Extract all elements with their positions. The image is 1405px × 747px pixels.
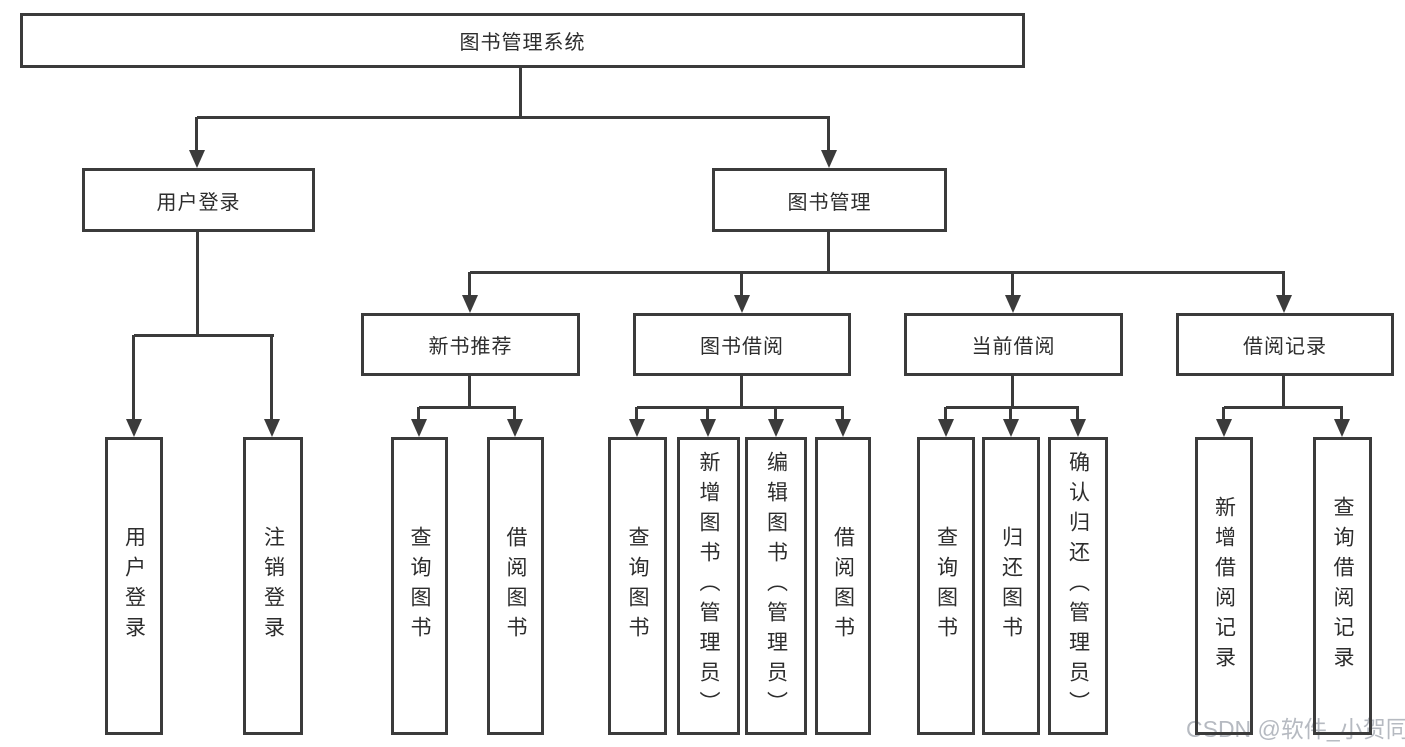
connector-hline: [946, 406, 1079, 409]
connector-hline: [470, 271, 1285, 274]
connector-vline: [740, 376, 743, 407]
leaf-confirm-return-admin: 确认归还（管理员）: [1048, 437, 1108, 735]
connector-hline: [1224, 406, 1343, 409]
node-book-borrowing-label: 图书借阅: [700, 336, 784, 358]
leaf-query-books-2: 查询图书: [608, 437, 667, 735]
node-current-borrowing-label: 当前借阅: [971, 336, 1056, 358]
leaf-edit-books-admin: 编辑图书（管理员）: [745, 437, 807, 735]
arrow-down-icon: [462, 272, 478, 313]
leaf-add-borrow-record: 新增借阅记录: [1195, 437, 1253, 735]
leaf-query-books-3: 查询图书: [917, 437, 975, 735]
connector-vline: [519, 68, 522, 117]
connector-hline: [419, 406, 516, 409]
connector-vline: [1282, 376, 1285, 407]
arrow-down-icon: [821, 117, 837, 168]
connector-hline: [134, 334, 274, 337]
arrow-down-icon: [700, 407, 716, 437]
arrow-down-icon: [126, 335, 142, 437]
connector-vline: [1011, 376, 1014, 407]
arrow-down-icon: [1216, 407, 1232, 437]
leaf-borrow-books-2: 借阅图书: [815, 437, 871, 735]
arrow-down-icon: [411, 407, 427, 437]
leaf-query-borrow-record: 查询借阅记录: [1313, 437, 1372, 735]
leaf-return-books: 归还图书: [982, 437, 1040, 735]
node-book-borrowing: 图书借阅: [633, 313, 851, 376]
arrow-down-icon: [1005, 272, 1021, 313]
node-book-management-label: 图书管理: [787, 191, 872, 214]
node-borrowing-records: 借阅记录: [1176, 313, 1394, 376]
arrow-down-icon: [189, 117, 205, 168]
arrow-down-icon: [629, 407, 645, 437]
leaf-user-login: 用户登录: [105, 437, 163, 735]
arrow-down-icon: [734, 272, 750, 313]
connector-hline: [637, 406, 844, 409]
node-new-book-recommendation: 新书推荐: [361, 313, 580, 376]
arrow-down-icon: [768, 407, 784, 437]
connector-vline: [196, 232, 199, 335]
node-user-login: 用户登录: [82, 168, 315, 232]
node-current-borrowing: 当前借阅: [904, 313, 1123, 376]
connector-vline: [827, 232, 830, 272]
watermark: CSDN @软件_小贺同学: [1186, 716, 1405, 742]
node-user-login-label: 用户登录: [156, 191, 241, 214]
leaf-query-books-1: 查询图书: [391, 437, 448, 735]
arrow-down-icon: [507, 407, 523, 437]
node-book-system: 图书管理系统: [20, 13, 1025, 68]
arrow-down-icon: [1334, 407, 1350, 437]
leaf-logout: 注销登录: [243, 437, 303, 735]
arrow-down-icon: [1276, 272, 1292, 313]
arrow-down-icon: [938, 407, 954, 437]
leaf-borrow-books-1: 借阅图书: [487, 437, 544, 735]
arrow-down-icon: [1003, 407, 1019, 437]
connector-hline: [197, 116, 830, 119]
arrow-down-icon: [264, 335, 280, 437]
arrow-down-icon: [1070, 407, 1086, 437]
connector-vline: [468, 376, 471, 407]
node-book-system-label: 图书管理系统: [459, 32, 586, 54]
node-book-management: 图书管理: [712, 168, 947, 232]
leaf-add-books-admin: 新增图书（管理员）: [677, 437, 740, 735]
arrow-down-icon: [835, 407, 851, 437]
node-borrowing-records-label: 借阅记录: [1243, 336, 1327, 358]
node-new-book-recommendation-label: 新书推荐: [428, 336, 513, 358]
